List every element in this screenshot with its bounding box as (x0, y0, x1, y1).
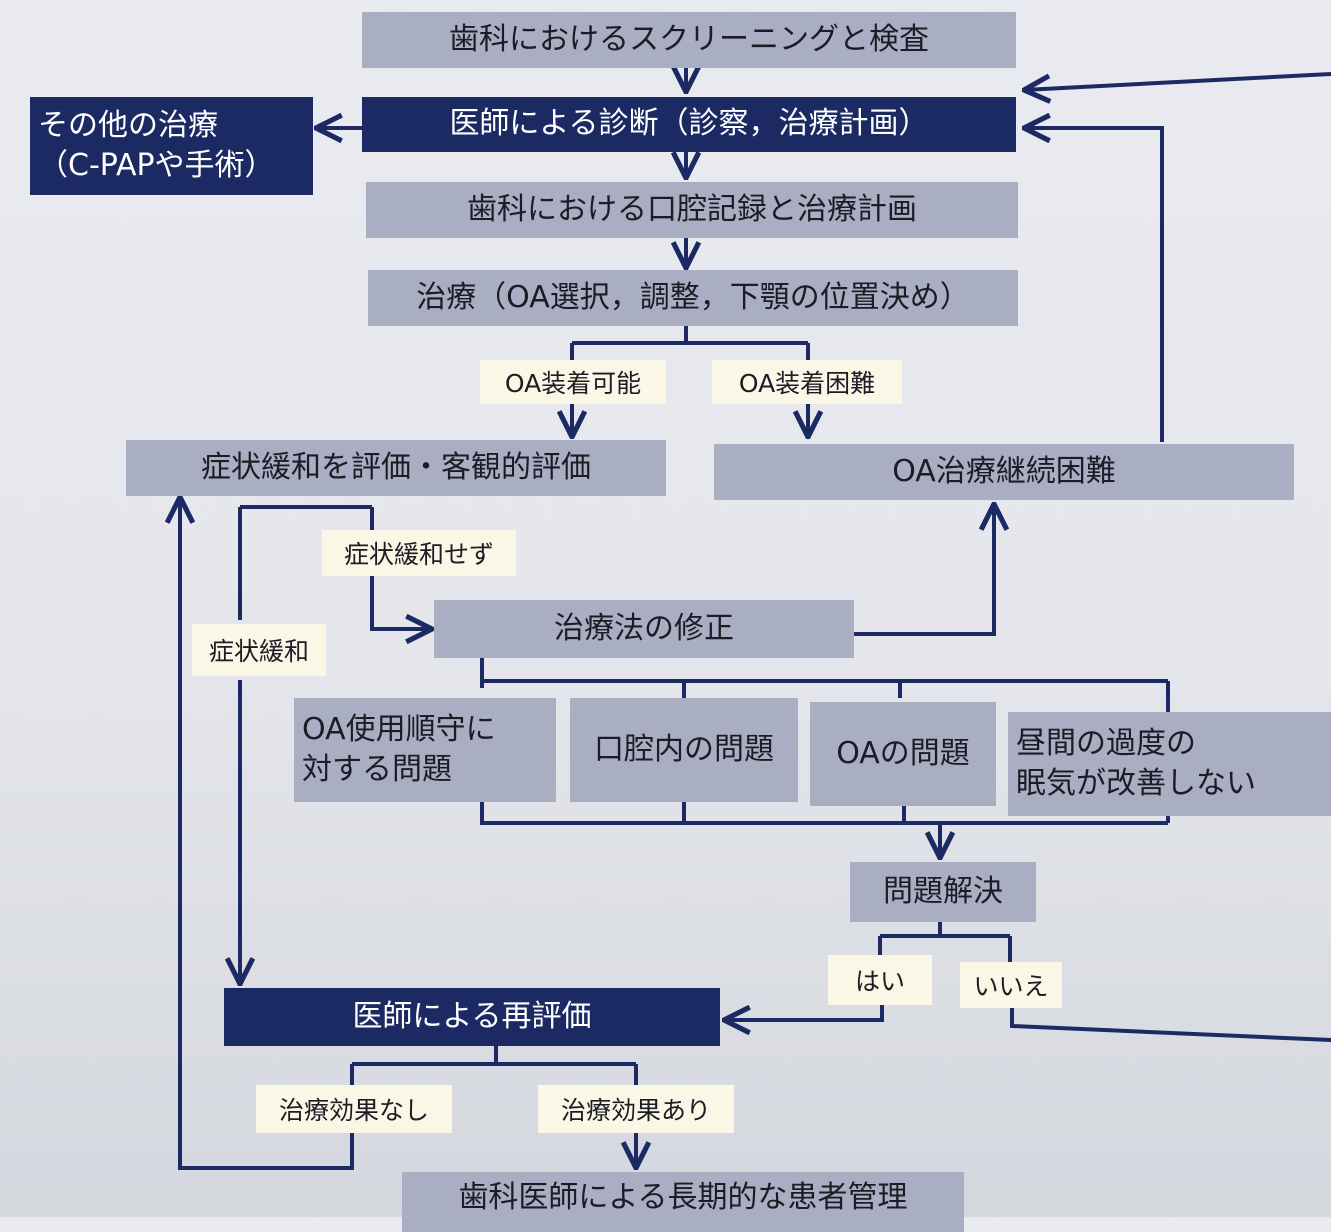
daytime-sleepiness-line2: 眠気が改善しない (1016, 766, 1256, 801)
oa-difficult-continue-box: OA治療継続困難 (714, 444, 1294, 500)
bracket-problems-top (480, 658, 1170, 712)
dental-records-box: 歯科における口腔記録と治療計画 (366, 182, 1018, 238)
arrow-to-modification (370, 575, 432, 629)
label-oa-wear-difficult: OA装着困難 (712, 360, 902, 404)
long-term-management-box: 歯科医師による長期的な患者管理 (402, 1172, 964, 1232)
dental-screening-box: 歯科におけるスクリーニングと検査 (362, 12, 1016, 68)
oral-problem-box: 口腔内の問題 (570, 698, 798, 802)
label-oa-wearable: OA装着可能 (480, 360, 666, 404)
bracket-problems-bottom (480, 800, 1170, 825)
treatment-box: 治療（OA選択，調整，下顎の位置決め） (368, 270, 1018, 326)
daytime-sleepiness-box: 昼間の過度の 眠気が改善しない (1008, 712, 1331, 816)
label-treatment-effect: 治療効果あり (538, 1085, 734, 1133)
adherence-problem-box: OA使用順守に 対する問題 (294, 698, 556, 802)
daytime-sleepiness-line1: 昼間の過度の (1016, 725, 1196, 761)
arrow-no-effect-to-symptom-eval (180, 497, 354, 1170)
arrow-modification-to-oa-difficult (854, 504, 994, 636)
label-symptom-relief: 症状緩和 (192, 624, 326, 676)
arrow-external-to-diagnosis (1024, 72, 1331, 90)
other-treatment-box: その他の治療 （C-PAPや手術） (30, 97, 313, 195)
line-no-to-right (1010, 1005, 1331, 1042)
physician-diagnosis-box: 医師による診断（診察，治療計画） (362, 97, 1016, 152)
split-symptom-eval (240, 505, 374, 530)
symptom-evaluation-box: 症状緩和を評価・客観的評価 (126, 440, 666, 496)
problem-solved-box: 問題解決 (850, 862, 1036, 922)
branch-reevaluation (350, 1046, 638, 1085)
label-yes: はい (828, 955, 932, 1005)
physician-reevaluation-box: 医師による再評価 (224, 988, 720, 1046)
other-treatment-line2: （C-PAPや手術） (38, 148, 275, 183)
label-no-symptom-relief: 症状緩和せず (322, 530, 516, 576)
arrow-oa-difficult-to-diagnosis (1024, 128, 1164, 442)
label-no-treatment-effect: 治療効果なし (256, 1085, 452, 1133)
adherence-problem-line2: 対する問題 (302, 752, 452, 787)
label-no: いいえ (960, 962, 1062, 1008)
adherence-problem-line1: OA使用順守に (302, 711, 496, 747)
branch-treatment (570, 326, 810, 360)
branch-solved (878, 922, 1012, 962)
treatment-modification-box: 治療法の修正 (434, 600, 854, 658)
arrow-yes-to-reevaluation (724, 1003, 884, 1020)
oa-problem-box: OAの問題 (810, 702, 996, 806)
other-treatment-line1: その他の治療 (38, 107, 218, 143)
